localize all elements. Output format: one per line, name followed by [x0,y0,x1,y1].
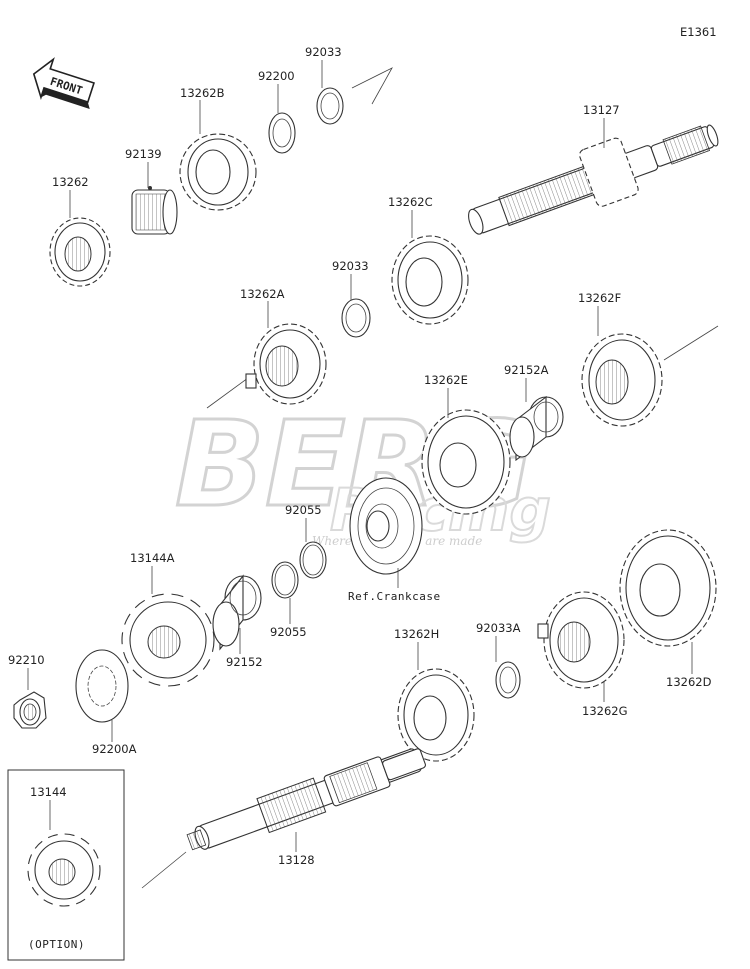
diagram-code: E1361 [680,25,717,39]
label-92055-top: 92055 [285,503,322,517]
ball-bearing-crankcase [349,477,423,575]
label-13144: 13144 [30,785,67,799]
option-box: 13144 (OPTION) [7,769,125,961]
reference-label: Ref.Crankcase [348,590,441,603]
label-13262C: 13262C [388,195,433,209]
label-13262E: 13262E [424,373,468,387]
label-13128: 13128 [278,853,315,867]
gear-13262B [179,133,257,211]
o-ring-92055-b [271,561,299,599]
circlip-92033-top [316,87,344,125]
label-92033-middle: 92033 [332,259,369,273]
gear-13262H [397,668,475,762]
circlip-92033-middle [341,298,371,338]
gear-13262A [245,323,327,405]
label-92200: 92200 [258,69,295,83]
washer-92200 [268,112,296,154]
label-92152: 92152 [226,655,263,669]
gear-13262C [391,235,469,325]
label-13127: 13127 [583,103,620,117]
nut-92210 [13,691,47,729]
label-92055-bottom: 92055 [270,625,307,639]
label-13262A: 13262A [240,287,285,301]
gear-13262E [421,409,511,515]
gear-13262 [49,217,111,287]
bushing-92152A [509,395,564,462]
direction-line-right [663,325,719,361]
option-label: (OPTION) [28,938,85,951]
shaft-13128 [186,748,426,851]
label-92033A: 92033A [476,621,521,635]
direction-line-top [351,67,393,105]
label-92152A: 92152A [504,363,549,377]
gear-13262D [619,529,717,647]
label-92033-top: 92033 [305,45,342,59]
label-13262H: 13262H [394,627,439,641]
gear-13262F [581,333,663,427]
label-92210: 92210 [8,653,45,667]
o-ring-92055-a [299,541,327,579]
label-13262F: 13262F [578,291,621,305]
collar-92152 [212,574,262,651]
label-13144A: 13144A [130,551,175,565]
label-13262G: 13262G [582,704,628,718]
circlip-92033A [495,661,521,699]
sprocket-13144A [121,593,215,687]
label-92139: 92139 [125,147,162,161]
shaft-13127 [468,124,719,235]
label-13262: 13262 [52,175,89,189]
direction-line-bottom [141,851,187,889]
gear-13262G [537,591,625,689]
lock-washer-92200A [75,649,129,723]
label-13262D: 13262D [666,675,712,689]
front-arrow-icon: FRONT [32,57,95,110]
label-13262B: 13262B [180,86,225,100]
direction-line-left [206,377,249,409]
sprocket-13144 [27,833,101,907]
needle-bearing-92139 [131,186,178,235]
label-92200A: 92200A [92,742,137,756]
